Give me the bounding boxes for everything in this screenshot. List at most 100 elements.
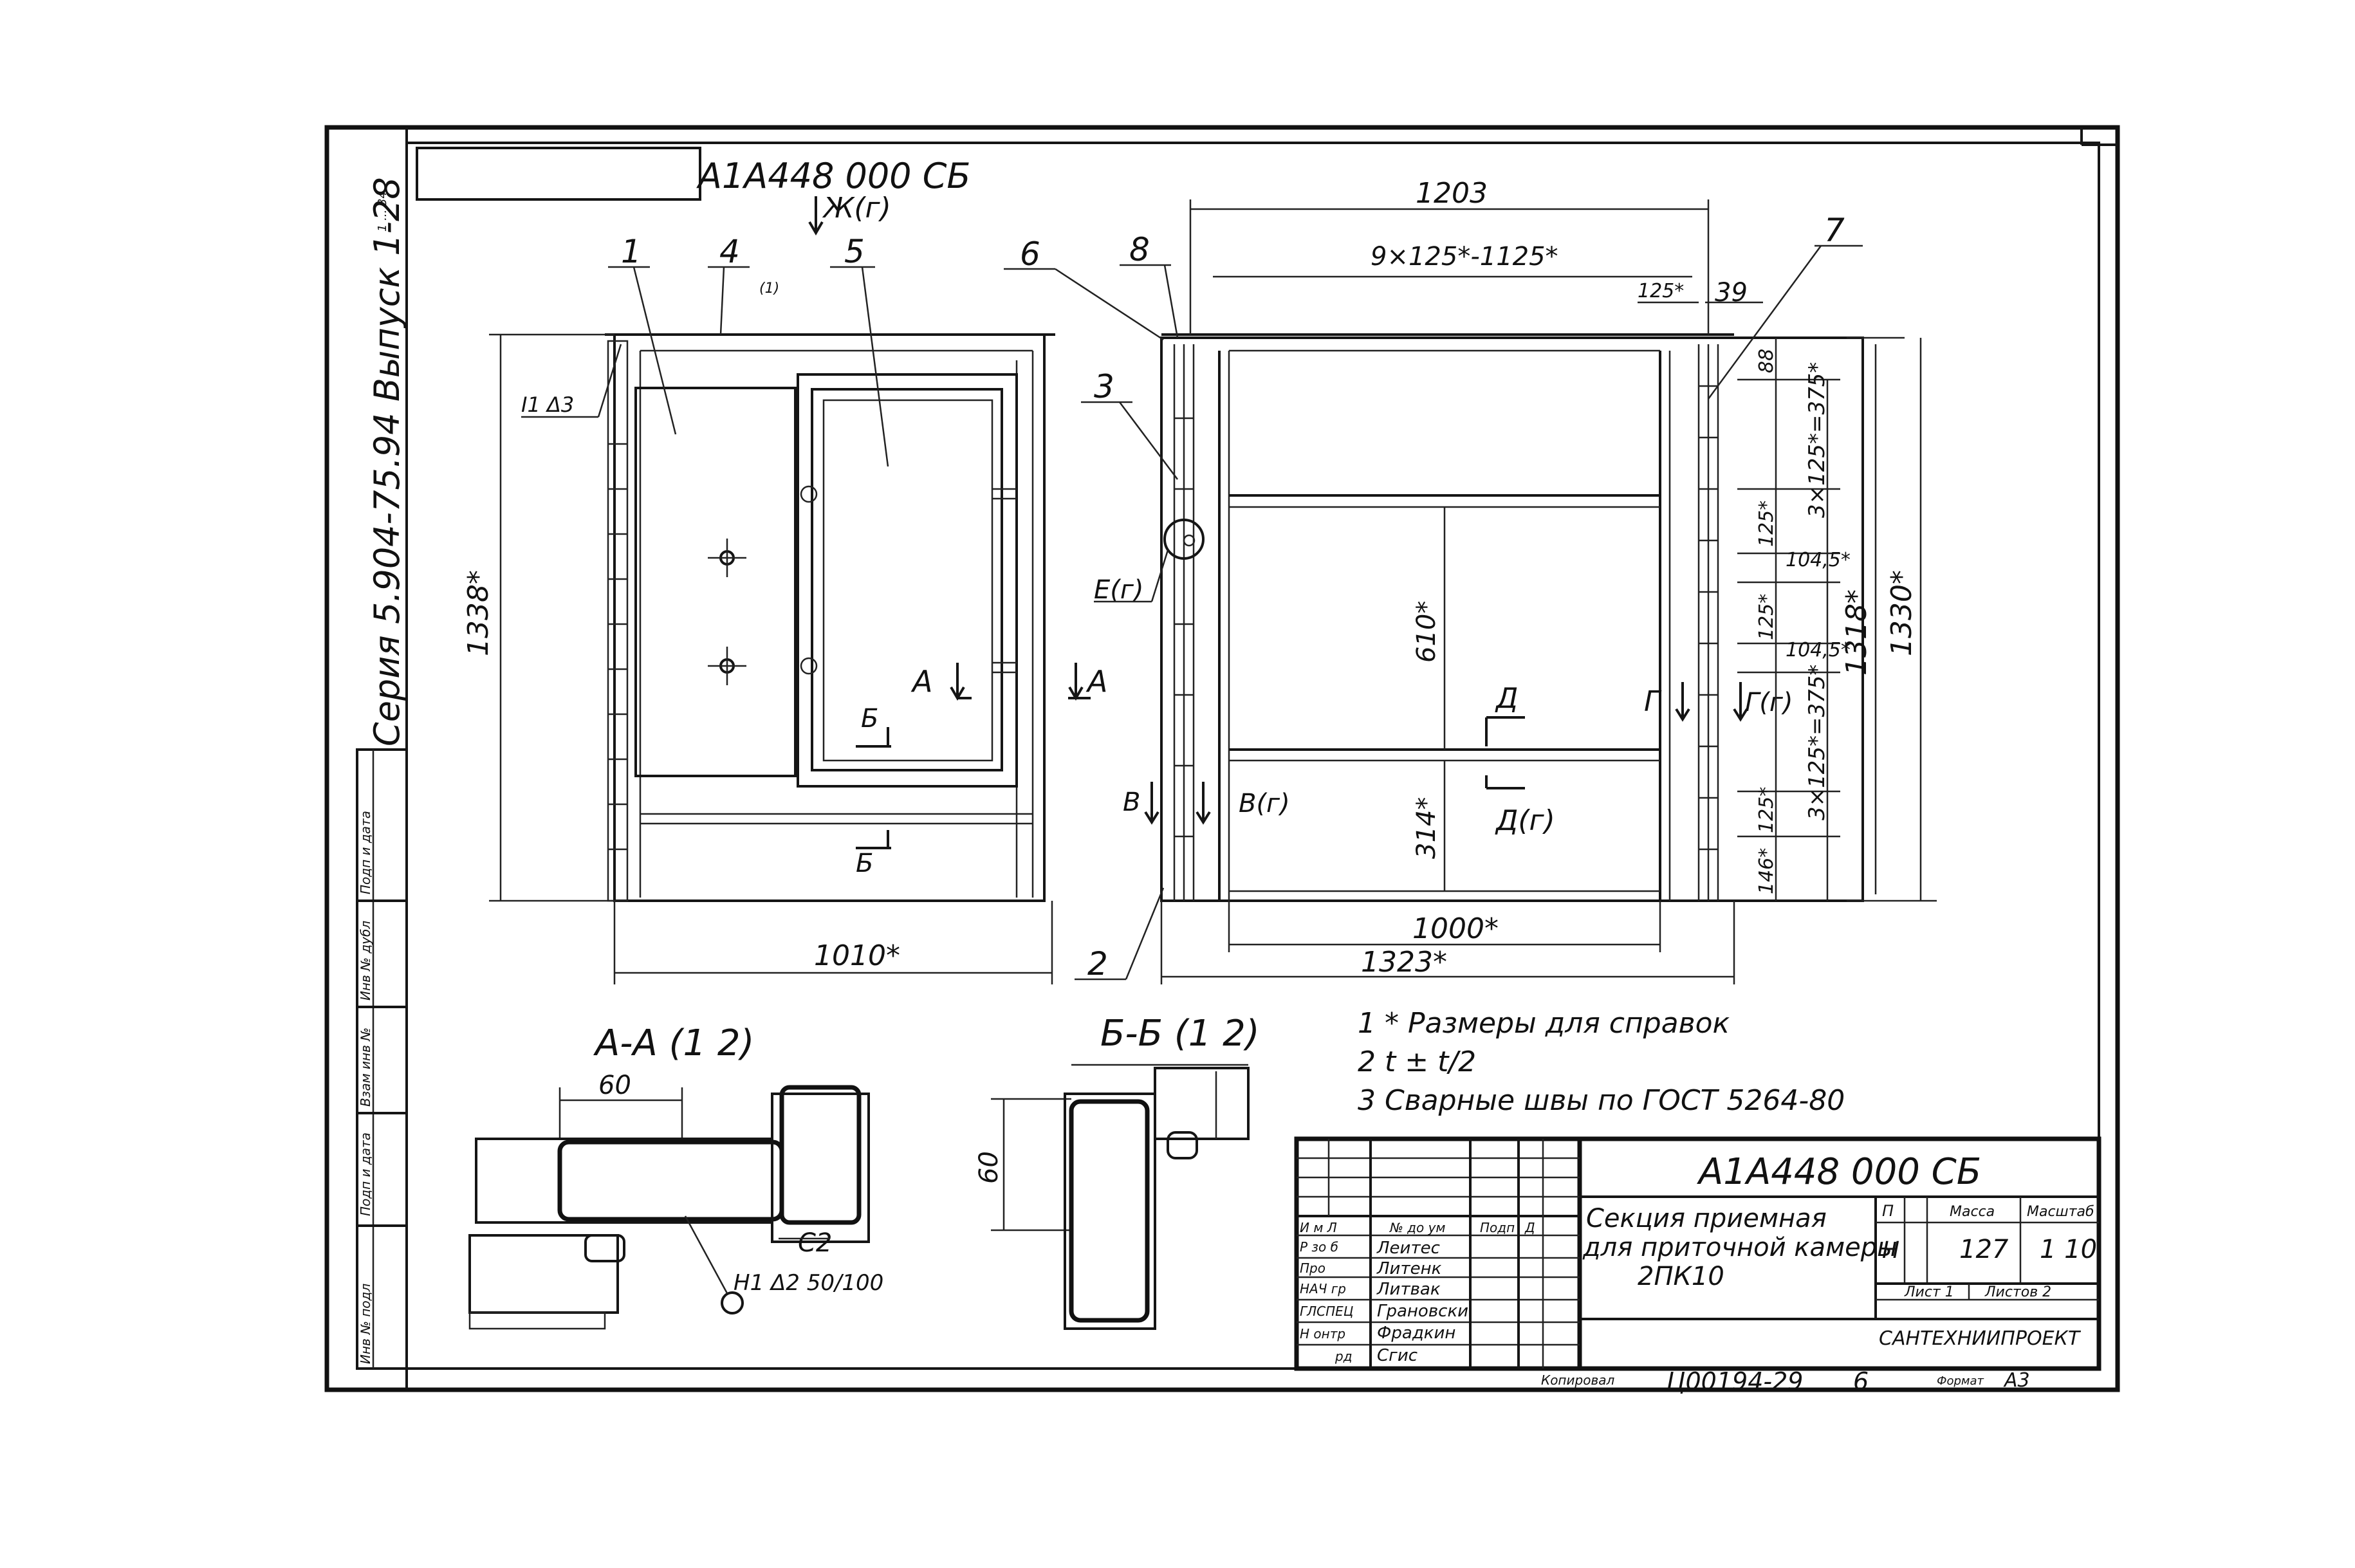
tb-head-podp: Подп [1480,1220,1515,1235]
ref-I1: I1 Δ3 [521,392,574,417]
dim-125c: 125* [1755,787,1778,833]
callout-8: 8 [1129,231,1150,268]
dim-1000: 1000* [1412,912,1499,945]
dim-1338: 1338* [462,570,495,656]
callout-1: 1 [621,233,642,270]
tb-role-5: рд [1334,1349,1353,1364]
tb-role-4: Н онтр [1300,1326,1345,1342]
section-bb-dim60: 60 [974,1151,1004,1184]
tb-name-3: 2ПК10 [1638,1262,1724,1291]
tb-role-3: ГЛСПЕЦ [1300,1304,1353,1319]
sec-B-bot: Б [856,849,873,878]
strip-inv-dubl: Инв № дубл [358,921,373,1001]
front-callouts: 1 4 (1) 5 I1 Δ3 Ж(г) А А Б Б [521,192,1107,878]
dim-3x125-top: 3×125*=375* [1804,362,1830,518]
ref-Dg: Д(г) [1495,804,1555,837]
tb-name-1: Литенк [1376,1259,1442,1278]
section-aa-dim60: 60 [598,1071,631,1100]
tb-lit-label: П [1882,1202,1894,1220]
tb-mass-value: 127 [1959,1235,2009,1264]
tb-sheets-label: Листов 2 [1984,1284,2051,1300]
tb-scale-label: Масштаб [2027,1204,2094,1220]
ref-E: Е(г) [1094,575,1144,605]
footer-format-value: А3 [2003,1369,2030,1392]
sec-A-left: А [910,664,932,699]
view-arrow-zh: Ж(г) [822,192,891,225]
ref-B: В [1123,788,1140,817]
tb-name-2: Литвак [1376,1280,1441,1299]
strip-podp-1: Подп и дата [358,1132,373,1216]
tb-name-1: Секция приемная [1586,1204,1827,1233]
callout-2: 2 [1087,945,1108,982]
tb-role-1: Про [1300,1260,1325,1276]
tb-name-0: Леитес [1376,1239,1440,1258]
tb-head-doc: № до ум [1389,1220,1446,1235]
ref-Bg: В(г) [1239,789,1290,818]
side-dims: 1203 9×125*-1125* 125* 39 88 3×125*=375*… [1160,177,1937,984]
section-aa-h1: Н1 Δ2 50/100 [734,1270,883,1296]
section-aa: А-А (1 2) 60 С2 Н1 Δ2 50/100 [468,1022,883,1330]
dim-104-5a: 104,5* [1786,549,1851,571]
dim-1010: 1010* [814,939,900,972]
tb-lit-value: Н [1882,1237,1899,1264]
section-aa-title: А-А (1 2) [593,1022,754,1064]
callout-4-note: (1) [759,281,779,297]
notes: 1 * Размеры для справок 2 t ± t/2 3 Свар… [1358,1007,1845,1117]
side-view [1160,333,1864,902]
tb-org: САНТЕХНИИПРОЕКТ [1879,1327,2082,1350]
sec-B-top: Б [861,704,878,733]
tb-name-3: Грановски [1377,1302,1468,1321]
dim-1203: 1203 [1416,177,1488,210]
footer: Копировал Ц00194-29 6 Формат А3 [1541,1367,2030,1396]
tb-head-d: Д [1524,1220,1535,1235]
sec-A-right: А [1085,664,1107,699]
strip-inv-podl: Инв № подл [358,1284,373,1364]
dim-3x125-bot: 3×125*=375* [1804,665,1830,820]
tb-scale-value: 1 10 [2040,1235,2097,1264]
left-strip: Инв № подл Подп и дата Взам инв № Инв № … [356,748,408,1370]
side-small-text: 1 ... 34 [376,191,389,232]
ref-Gg: Г(г) [1745,688,1793,717]
section-bb: Б-Б (1 2) 60 [974,1013,1260,1330]
tb-code: А1А448 000 СБ [1697,1151,1981,1193]
ref-G: Г [1644,685,1662,718]
series-text: Серия 5.904-75.94 Выпуск 1-28 [367,177,407,746]
dim-146: 146* [1755,848,1778,894]
tb-name-2: для приточной камеры [1582,1233,1898,1262]
tb-role-0: Р зо б [1300,1239,1338,1255]
dim-1330: 1330* [1885,570,1918,656]
doc-code-box: А1А448 000 СБ [416,147,970,201]
sheet-frame [324,125,2120,1392]
dim-1323: 1323* [1361,946,1447,979]
note-3: 3 Сварные швы по ГОСТ 5264-80 [1358,1084,1845,1117]
side-callouts: 6 8 7 3 2 Е(г) В В(г) Г Г(г) Д Д(г) [1004,212,1863,982]
tb-sheet-label: Лист 1 [1904,1284,1954,1300]
front-dims: 1338* 1010* [462,333,1053,984]
dim-610: 610* [1412,601,1441,663]
dim-1318: 1318* [1840,589,1873,676]
tb-role-2: НАЧ гр [1300,1281,1346,1296]
tb-head-izm: И м Л [1300,1220,1337,1235]
callout-5: 5 [844,233,865,270]
dim-125a: 125* [1755,501,1778,547]
front-view [605,333,1055,902]
footer-format-label: Формат [1937,1374,1984,1388]
callout-6: 6 [1020,235,1040,273]
dim-314: 314* [1412,797,1441,859]
ref-D: Д [1495,682,1518,715]
note-2: 2 t ± t/2 [1358,1046,1476,1078]
footer-copied-label: Копировал [1541,1372,1614,1388]
dim-88: 88 [1755,349,1778,373]
doc-code-mirrored: А1А448 000 СБ [696,156,970,196]
title-block: И м Л № до ум Подп Д Р зо б Леитес Про Л… [1294,1136,2101,1371]
dim-125-top: 125* [1638,280,1684,302]
footer-copied-value: Ц00194-29 [1667,1367,1803,1396]
strip-vzam: Взам инв № [358,1028,373,1107]
dim-9x125: 9×125*-1125* [1371,242,1558,272]
strip-podp-2: Подп и дата [358,811,373,894]
footer-copied-num: 6 [1853,1367,1869,1396]
callout-3: 3 [1094,368,1114,405]
section-bb-title: Б-Б (1 2) [1100,1013,1260,1055]
tb-mass-label: Масса [1950,1204,1995,1220]
